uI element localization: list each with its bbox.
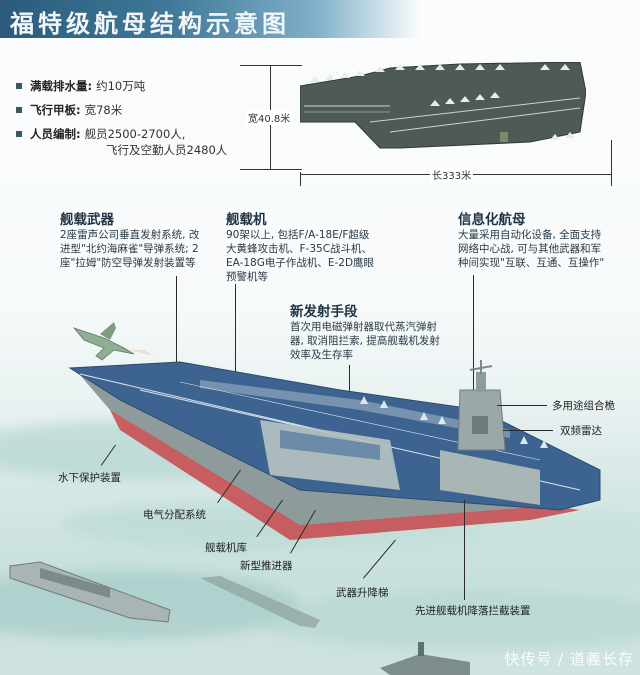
callout-mast: 多用途组合桅 <box>552 400 615 412</box>
bullet-icon <box>16 83 22 89</box>
callout-hangar: 舰载机库 <box>205 542 247 554</box>
callout-propeller: 新型推进器 <box>240 560 293 572</box>
carrier-top-view-icon <box>300 62 586 149</box>
spec-displacement: 满载排水量: 约10万吨 <box>16 78 227 94</box>
bullet-icon <box>16 131 22 137</box>
callout-arresting-gear: 先进舰载机降落拦截装置 <box>415 605 531 617</box>
fighter-jet-icon <box>72 322 154 361</box>
bullet-icon <box>16 107 22 113</box>
section-aircraft: 舰载机 90架以上, 包括F/A-18E/F超级大黄蜂攻击机、F-35C战斗机、… <box>226 212 375 283</box>
spec-crew: 人员编制: 舰员2500-2700人, 飞行及空勤人员2480人 <box>16 126 227 158</box>
spec-list: 满载排水量: 约10万吨 飞行甲板: 宽78米 人员编制: 舰员2500-270… <box>16 78 227 166</box>
width-dimension-label: 宽40.8米 <box>246 110 293 125</box>
section-launch: 新发射手段 首次用电磁弹射器取代蒸汽弹射器, 取消阻拦索, 提高舰载机发射效率及… <box>290 304 440 361</box>
section-info: 信息化航母 大量采用自动化设备, 全面支持网络中心战, 可与其他武器和军种间实现… <box>458 212 605 269</box>
callout-underwater: 水下保护装置 <box>58 472 121 484</box>
watermark: 快传号 / 道義长存 <box>504 650 634 668</box>
title-banner: 福特级航母结构示意图 <box>0 0 420 38</box>
callout-radar: 双频雷达 <box>560 425 602 437</box>
spec-flight-deck: 飞行甲板: 宽78米 <box>16 102 227 118</box>
section-weapons: 舰载武器 2座雷声公司垂直发射系统, 改进型"北约海麻雀"导弹系统; 2座"拉姆… <box>60 212 200 269</box>
length-dimension-label: 长333米 <box>430 167 474 182</box>
escort-ships-icon <box>9 561 320 628</box>
callout-elevator: 武器升降梯 <box>336 587 389 599</box>
carrier-cutaway-diagram <box>68 322 601 540</box>
callout-power: 电气分配系统 <box>143 509 206 521</box>
bottom-ship-icon <box>380 642 470 675</box>
page-title: 福特级航母结构示意图 <box>10 10 290 38</box>
